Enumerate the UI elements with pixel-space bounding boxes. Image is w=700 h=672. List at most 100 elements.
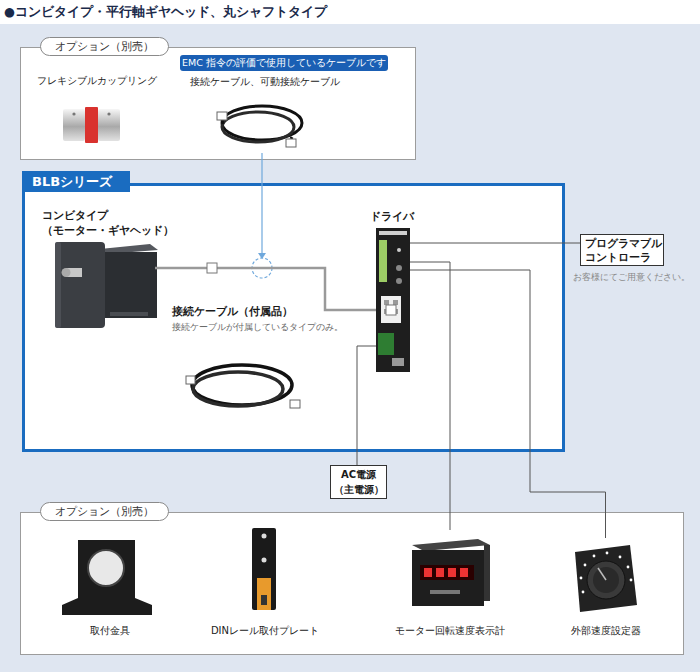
- node-label: オプション（別売）: [40, 502, 169, 521]
- speed-setter-illustration: [630, 579, 633, 582]
- included-cable-part: 接続ケーブル（付属品） 接続ケーブルが付属しているタイプのみ。: [170, 305, 340, 425]
- motor-cable: [155, 268, 376, 310]
- motor-illustration: [55, 242, 105, 328]
- speed-setter-illustration: [584, 564, 587, 567]
- speed-setter-illustration: [580, 577, 583, 580]
- power-box: AC電源 （主電源）: [330, 465, 387, 499]
- driver-illustration: [396, 265, 402, 271]
- edge-layer: [155, 243, 606, 538]
- motor-illustration: [100, 252, 157, 318]
- node-label: オプション（別売）: [40, 37, 169, 56]
- speed-display-part: モーター回転速度表示計: [390, 530, 510, 642]
- cable-plug: [386, 305, 396, 315]
- option-cable-illustration: [217, 106, 302, 147]
- din-plate-illustration: [252, 528, 276, 610]
- bracket-illustration: [88, 550, 124, 586]
- node-label: ドライバ: [370, 209, 414, 224]
- driver-illustration: [384, 309, 389, 314]
- din-plate-part: DINレール取付プレート: [200, 522, 330, 642]
- included-cable-illustration: [192, 365, 292, 405]
- speed-display-illustration: [412, 550, 484, 606]
- coupling-illustration: [85, 107, 98, 143]
- coupling-part: フレキシブルカップリング: [30, 72, 160, 152]
- speed-setter-illustration: [593, 567, 619, 593]
- node-label: プログラマブル コントローラ: [585, 236, 663, 264]
- node-label: 取付金具: [55, 624, 165, 638]
- emc-note-pill: EMC 指令の評価で使用しているケーブルです: [180, 55, 388, 71]
- motor-illustration: [62, 268, 71, 277]
- driver-illustration: [376, 228, 410, 372]
- driver-illustration: [384, 300, 389, 305]
- cable-leader-line: [252, 153, 272, 278]
- option-cable-illustration: [217, 112, 227, 120]
- cable-leader-line: [258, 253, 266, 259]
- motor-illustration: [55, 242, 61, 328]
- driver-illustration: [396, 278, 402, 284]
- motor-illustration: [110, 312, 148, 316]
- speed-display-illustration: [436, 568, 444, 577]
- driver-illustration: [381, 296, 401, 323]
- node-label: 接続ケーブル（付属品）: [172, 305, 293, 319]
- speed-setter-illustration: [619, 556, 622, 559]
- driver-illustration: [392, 358, 404, 366]
- bracket-part: 取付金具: [55, 530, 165, 642]
- speed-setter-illustration: [575, 545, 637, 612]
- option-cable-illustration: [222, 106, 302, 140]
- speed-setter-illustration: [598, 568, 606, 580]
- series-box: BLBシリーズコンビタイプ （モーター・ギヤヘッド）ドライバ接続ケーブル（付属品…: [22, 183, 565, 452]
- driver-part: ドライバ: [376, 228, 410, 372]
- note-text: お客様にてご用意ください。: [573, 271, 690, 284]
- speed-display-illustration: [430, 590, 460, 594]
- included-cable-illustration: [290, 400, 300, 408]
- signal-wire: [410, 262, 450, 530]
- controller-box: プログラマブル コントローラ: [580, 234, 664, 266]
- motor-illustration: [66, 268, 82, 277]
- node-label: フレキシブルカップリング: [37, 75, 157, 88]
- node-note: 接続ケーブルが付属しているタイプのみ。: [172, 322, 343, 334]
- bracket-illustration: [62, 540, 152, 615]
- included-cable-illustration: [193, 372, 283, 406]
- speed-setter-part: 外部速度設定器: [558, 538, 653, 642]
- diagram-title: ●コンビタイプ・平行軸ギヤヘッド、丸シャフトタイプ: [4, 4, 327, 21]
- speed-display-illustration: [460, 568, 468, 577]
- signal-wire: [410, 243, 580, 244]
- bracket-illustration: [88, 550, 124, 586]
- option-cable-illustration: [222, 112, 294, 142]
- coupling-illustration: [107, 112, 110, 115]
- driver-illustration: [378, 333, 394, 355]
- included-cable-illustration: [186, 365, 300, 408]
- driver-illustration: [379, 240, 387, 282]
- speed-display-illustration: [412, 539, 490, 551]
- node-label: コンビタイプ （モーター・ギヤヘッド）: [42, 208, 177, 238]
- motor-illustration: [55, 242, 158, 328]
- speed-display-illustration: [424, 568, 432, 577]
- din-plate-illustration: [252, 528, 276, 610]
- speed-display-illustration: [484, 545, 490, 601]
- speed-setter-illustration: [582, 591, 585, 594]
- speed-display-illustration: [412, 539, 490, 606]
- option-cable-part: 接続ケーブル、可動接続ケーブル: [185, 74, 345, 154]
- driver-illustration: [376, 228, 410, 372]
- node-label: AC電源 （主電源）: [331, 467, 386, 497]
- speed-display-illustration: [448, 568, 456, 577]
- speed-setter-illustration: [627, 566, 630, 569]
- coupling-illustration: [63, 107, 120, 143]
- din-plate-illustration: [261, 595, 267, 605]
- driver-illustration: [393, 300, 398, 305]
- din-plate-illustration: [257, 578, 271, 610]
- din-plate-illustration: [262, 558, 267, 563]
- cable-plug: [207, 263, 396, 315]
- included-cable-illustration: [186, 376, 195, 384]
- speed-setter-illustration: [593, 555, 596, 558]
- driver-illustration: [393, 309, 398, 314]
- speed-setter-illustration: [575, 545, 637, 612]
- coupling-illustration: [98, 109, 120, 141]
- din-plate-illustration: [262, 534, 267, 539]
- node-label: DINレール取付プレート: [200, 624, 330, 638]
- driver-illustration: [379, 231, 407, 235]
- signal-wire: [410, 270, 606, 538]
- cable-plug: [207, 263, 217, 273]
- coupling-illustration: [63, 109, 85, 141]
